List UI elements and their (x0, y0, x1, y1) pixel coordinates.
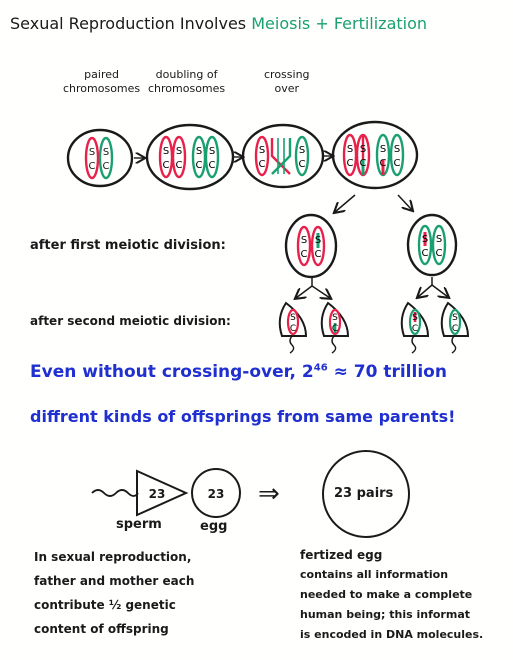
svg-text:C: C (290, 324, 296, 334)
page-title: Sexual Reproduction Involves Meiosis + F… (10, 14, 428, 33)
svg-text:C: C (436, 248, 443, 259)
svg-text:C: C (163, 160, 170, 171)
svg-text:S: S (315, 235, 321, 246)
svg-text:S: S (301, 235, 307, 246)
egg-label: egg (200, 519, 228, 534)
svg-text:C: C (103, 161, 110, 172)
svg-text:S: S (163, 146, 169, 157)
sperm-number: 23 (149, 487, 166, 501)
sperm-tail (91, 489, 139, 497)
sperm-head (136, 469, 189, 517)
gamete-3: S C (400, 301, 430, 354)
statement-line-1: Even without crossing-over, 246 ≈ 70 tri… (30, 362, 447, 382)
cell-paired (66, 128, 134, 188)
cell-recombined-chromosomes: S C S C S C S C (342, 133, 405, 177)
cell-doubled (145, 123, 235, 191)
svg-text:S: S (436, 234, 442, 245)
daughter-cell-2-chromosomes: S C S C (417, 224, 447, 266)
svg-text:C: C (209, 160, 216, 171)
svg-text:C: C (347, 158, 354, 169)
cell-crossing-chromosomes: S C S C (254, 135, 310, 177)
svg-text:S: S (332, 313, 338, 323)
svg-text:S: S (299, 145, 305, 156)
svg-text:S: S (103, 147, 109, 158)
svg-text:S: S (360, 144, 366, 155)
cell-recombined (331, 120, 419, 190)
svg-text:C: C (380, 158, 387, 169)
gamete-4: S C (440, 301, 470, 354)
daughter-cell-2 (406, 213, 458, 277)
svg-text:S: S (176, 146, 182, 157)
cell-doubled-chromosomes: S C S C S C S C (158, 135, 220, 179)
svg-text:S: S (452, 313, 458, 323)
svg-text:S: S (422, 234, 428, 245)
svg-text:S: S (209, 146, 215, 157)
svg-text:S: S (89, 147, 95, 158)
second-division-label: after second meiotic division: (30, 314, 231, 328)
right-explanation: fertized egg contains all information ne… (300, 548, 484, 641)
svg-text:C: C (360, 158, 367, 169)
sperm-label: sperm (116, 517, 162, 532)
svg-text:C: C (196, 160, 203, 171)
gamete-2: S C (320, 301, 350, 354)
zygote-cell (322, 450, 410, 538)
svg-text:C: C (301, 249, 308, 260)
cell-paired-chromosomes: S C S C (84, 136, 114, 180)
left-explanation: In sexual reproduction, father and mothe… (34, 550, 195, 636)
svg-text:S: S (196, 146, 202, 157)
svg-text:C: C (299, 159, 306, 170)
svg-text:S: S (412, 313, 418, 323)
svg-text:C: C (452, 324, 458, 334)
svg-text:C: C (176, 160, 183, 171)
svg-text:S: S (290, 313, 296, 323)
gamete-1: S C (278, 301, 308, 354)
zygote-label: 23 pairs (334, 486, 394, 501)
statement-line-2: diffrent kinds of offsprings from same p… (30, 407, 456, 426)
svg-text:C: C (422, 248, 429, 259)
cell-crossing (241, 123, 325, 189)
svg-text:C: C (332, 324, 338, 334)
svg-text:S: S (347, 144, 353, 155)
egg-cell (191, 468, 241, 518)
daughter-cell-1-chromosomes: S C S C (296, 225, 326, 267)
first-division-label: after first meiotic division: (30, 238, 226, 253)
fertilization-arrow: ⇒ (258, 479, 280, 509)
svg-text:C: C (315, 249, 322, 260)
egg-number: 23 (208, 487, 225, 501)
svg-text:C: C (412, 324, 418, 334)
svg-text:C: C (259, 159, 266, 170)
svg-text:C: C (394, 158, 401, 169)
svg-text:S: S (394, 144, 400, 155)
svg-text:C: C (89, 161, 96, 172)
daughter-cell-1 (284, 213, 338, 279)
svg-text:S: S (259, 145, 265, 156)
svg-text:S: S (380, 144, 386, 155)
